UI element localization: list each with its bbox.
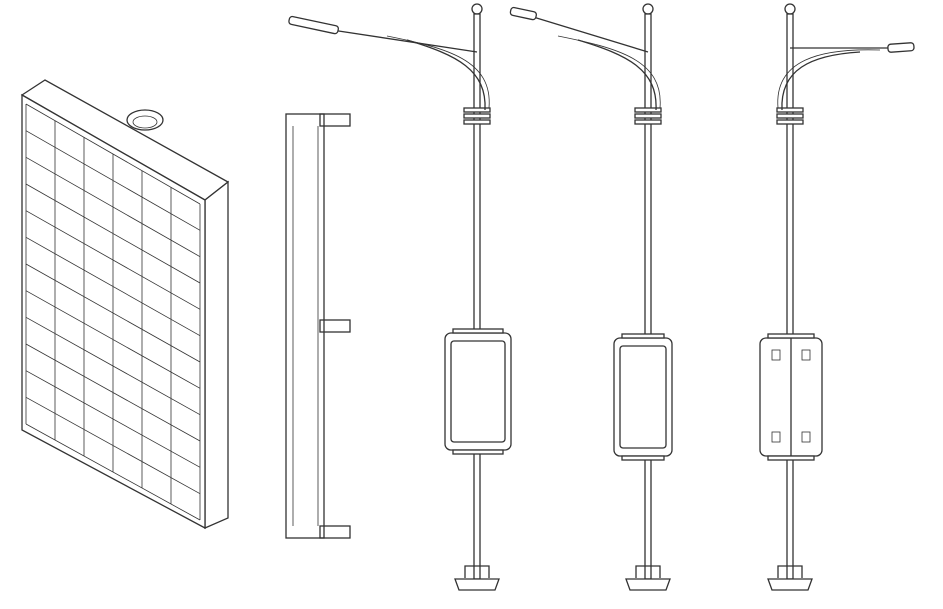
side-view-frame [285, 113, 325, 539]
light-pole [759, 3, 915, 591]
grid-row-line [25, 183, 201, 284]
side-view-bracket-top [319, 113, 351, 127]
pole-shaft [644, 13, 652, 580]
pole-clamp-ring [634, 107, 662, 113]
pole-clamp-ring [634, 113, 662, 119]
pole-top-ball [784, 3, 796, 15]
side-view-bracket-bottom [319, 525, 351, 539]
pole-top-ball [471, 3, 483, 15]
grid-row-line [25, 103, 201, 205]
grid-row-line [25, 370, 201, 468]
screen-top-bracket [621, 333, 665, 339]
grid-row-line [25, 130, 201, 231]
screen-bottom-bracket [452, 449, 504, 455]
pole-base-plate [767, 578, 813, 591]
pole-clamp-ring [463, 119, 491, 125]
screen-back-fastener [771, 431, 781, 443]
screen-back-fastener [801, 431, 811, 443]
panel-side-view [285, 113, 351, 539]
mounting-ring [126, 109, 164, 131]
pole-base-plate [625, 578, 671, 591]
grid-row-line [25, 396, 201, 495]
lamp-arm-curve [577, 39, 657, 111]
pole-base-gusset [635, 565, 661, 578]
pole-clamp-ring [634, 119, 662, 125]
pole-clamp-ring [776, 119, 804, 125]
mounting-ring-inner [132, 115, 158, 129]
street-lamp-head [288, 15, 340, 35]
screen-top-bracket [767, 333, 815, 339]
display-screen-housing [444, 332, 512, 451]
side-view-bracket-middle [319, 319, 351, 333]
display-screen [619, 345, 667, 449]
screen-back-fastener [801, 349, 811, 361]
street-lamp-head [509, 6, 538, 21]
pole-base-gusset [777, 565, 803, 578]
grid-row-line [25, 423, 201, 521]
display-screen-housing [613, 337, 673, 457]
lamp-arm [529, 15, 649, 53]
solar-panel-side-face [204, 180, 229, 529]
solar-panel-front-face [21, 93, 206, 530]
pole-shaft [786, 13, 794, 580]
lamp-arm-curve [781, 51, 861, 111]
screen-top-bracket [452, 328, 504, 334]
lamp-arm-curve [406, 39, 486, 111]
pole-clamp-ring [776, 107, 804, 113]
grid-row-line [25, 290, 201, 389]
display-screen [450, 340, 506, 443]
pole-clamp-ring [463, 107, 491, 113]
grid-row-line [25, 316, 201, 416]
lamp-arm [331, 29, 478, 53]
grid-row-line [25, 236, 201, 337]
pole-shaft [473, 13, 481, 580]
lamp-arm-curve [777, 49, 881, 109]
screen-bottom-bracket [621, 455, 665, 461]
light-pole [288, 3, 512, 591]
grid-row-line [25, 343, 201, 442]
pole-base-gusset [464, 565, 490, 578]
grid-row-line [25, 263, 201, 363]
screen-bottom-bracket [767, 455, 815, 461]
pole-clamp-ring [776, 113, 804, 119]
light-pole [509, 3, 673, 591]
grid-row-line [25, 210, 201, 310]
grid-row-line [25, 156, 201, 258]
lamp-arm-curve [386, 35, 490, 109]
lamp-arm-curve [557, 35, 661, 109]
light-poles [288, 3, 915, 591]
solar-panel [20, 79, 230, 530]
screen-back-fastener [771, 349, 781, 361]
pole-clamp-ring [463, 113, 491, 119]
pole-top-ball [642, 3, 654, 15]
solar-cell-grid [25, 103, 201, 521]
street-lamp-head [887, 42, 915, 53]
pole-base-plate [454, 578, 500, 591]
